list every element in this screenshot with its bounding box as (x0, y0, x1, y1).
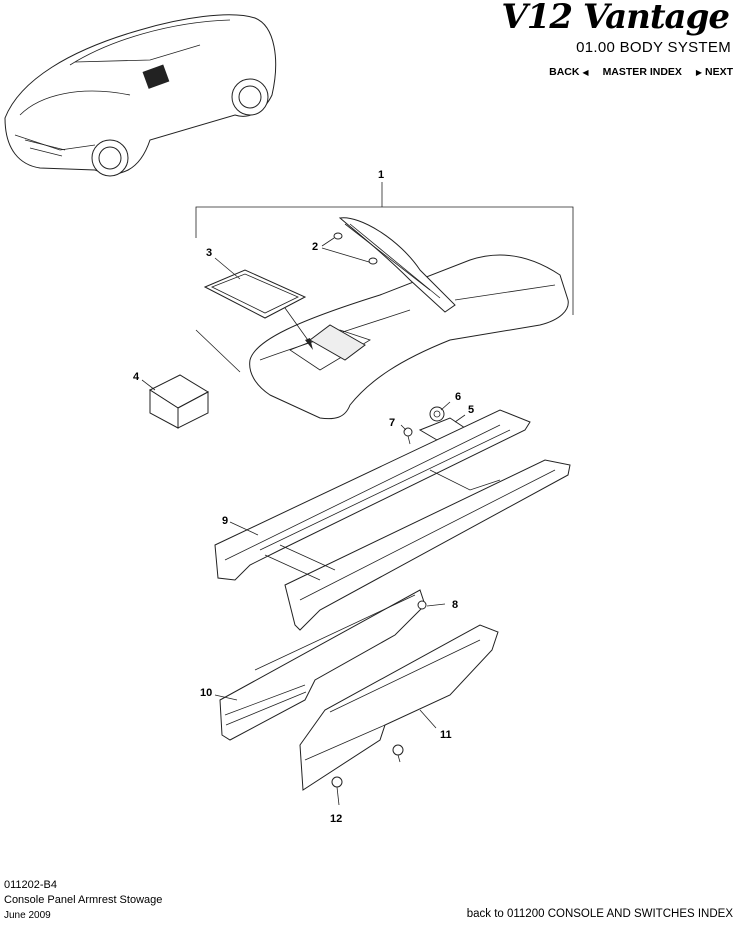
callout-6: 6 (455, 391, 461, 403)
callout-9: 9 (222, 515, 228, 527)
armrest-assembly (249, 217, 569, 420)
callout-1: 1 (378, 169, 384, 181)
callout-4: 4 (133, 371, 140, 383)
part-10-side-panel (214, 589, 446, 741)
part-4-box (141, 374, 210, 429)
back-arrow-icon: ◀ (582, 68, 589, 77)
next-label: NEXT (704, 66, 733, 78)
back-to-index-link[interactable]: back to 011200 CONSOLE AND SWITCHES INDE… (466, 908, 733, 920)
part-9-console-frame (214, 409, 571, 631)
next-link[interactable]: ▶ NEXT (696, 66, 733, 78)
parts-5-6-7-hardware (400, 401, 467, 445)
part-1-bracket (195, 182, 574, 373)
car-thumbnail (4, 14, 277, 177)
footer-info: 011202-B4 Console Panel Armrest Stowage … (4, 878, 162, 923)
callout-11: 11 (440, 729, 452, 741)
back-label: BACK (549, 66, 580, 78)
part-2-bumpers (321, 232, 378, 265)
next-arrow-icon: ▶ (695, 68, 703, 77)
callout-7: 7 (389, 417, 395, 429)
nav-bar: BACK ◀ MASTER INDEX ▶ NEXT (549, 66, 733, 78)
page-date: June 2009 (4, 910, 51, 921)
part-11-side-panel (299, 624, 499, 791)
master-index-link[interactable]: MASTER INDEX (602, 66, 682, 78)
part-12-screws (331, 744, 404, 806)
callout-3: 3 (206, 247, 212, 259)
callout-8: 8 (452, 599, 458, 611)
callout-12: 12 (330, 813, 342, 825)
back-link[interactable]: BACK ◀ (549, 66, 588, 78)
callout-10: 10 (200, 687, 212, 699)
callout-5: 5 (468, 404, 474, 416)
part-3-mat (203, 257, 313, 350)
page-code: 011202-B4 (4, 879, 58, 891)
brand-logo: V12 Vantage (501, 0, 730, 37)
callout-2: 2 (312, 241, 318, 253)
page-title: Console Panel Armrest Stowage (4, 894, 163, 906)
section-title: 01.00 BODY SYSTEM (576, 39, 731, 56)
